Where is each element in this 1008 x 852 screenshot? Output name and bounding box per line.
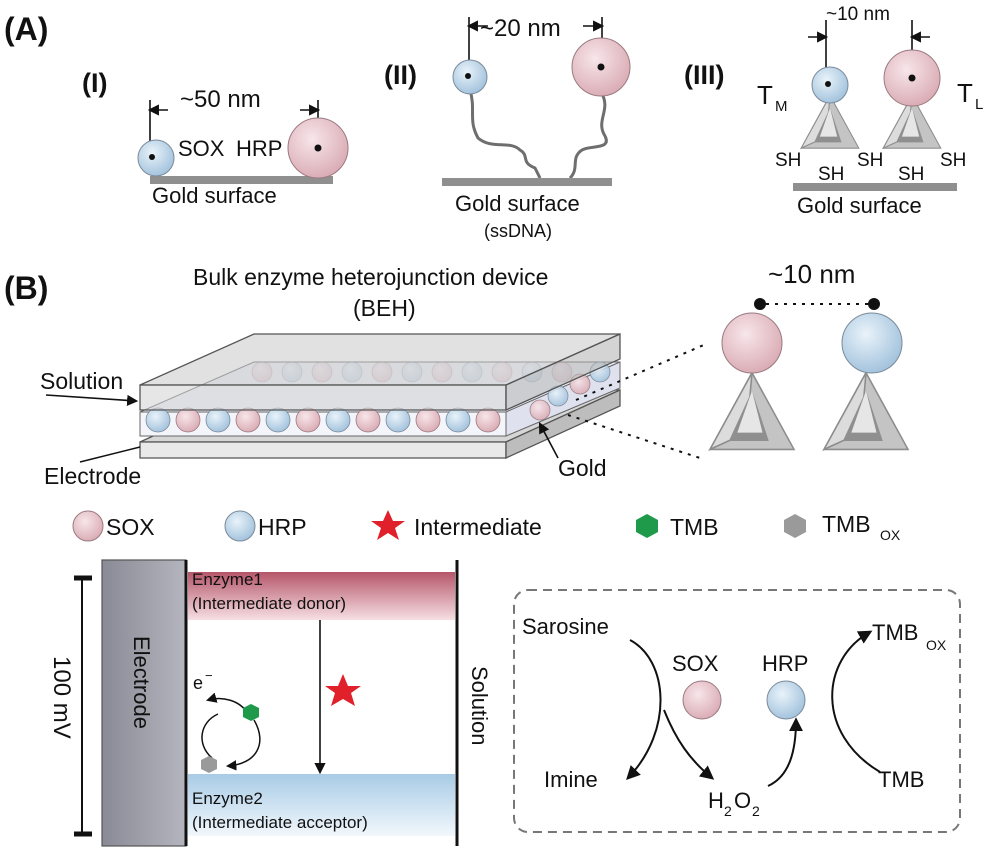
reaction-tmb-label: TMB: [878, 767, 924, 792]
device-hrp-enzyme: [445, 407, 471, 433]
tl-sub: L: [975, 96, 983, 113]
enzyme1-level: [188, 572, 455, 620]
subpanel-i-distance: ~50 nm: [180, 86, 261, 113]
device-sox-enzyme: [235, 407, 261, 433]
subpanel-ii-surface: Gold surface: [455, 191, 580, 216]
electrode-vertical-label: Electrode: [129, 636, 154, 729]
sh-label-5: SH: [940, 150, 966, 171]
subpanel-i: (I) ~50 nm SOX HRP Gold surface: [82, 68, 349, 208]
device-sox-enzyme: [415, 407, 441, 433]
subpanel-ii-label: (II): [384, 60, 417, 90]
legend-star-icon: [371, 510, 405, 540]
tm-label: T: [757, 80, 773, 110]
device-hrp-enzyme: [325, 407, 351, 433]
tm-sub: M: [775, 98, 788, 115]
zoom-hrp-enzyme: [841, 312, 903, 374]
reaction-tmbox-label: TMB: [872, 620, 918, 645]
legend-tmbox-label: TMB: [822, 511, 871, 537]
enzyme1-note: (Intermediate donor): [192, 594, 346, 613]
device-hrp-enzyme: [385, 407, 411, 433]
device-sox-enzyme: [175, 407, 201, 433]
tmbox-hexagon-icon: [201, 756, 217, 773]
enzyme2-level: [188, 774, 455, 836]
reaction-box: [513, 589, 961, 833]
reaction-tmbox-sub: OX: [926, 637, 947, 653]
sh-label-2: SH: [818, 164, 844, 185]
subpanel-i-sox: SOX: [178, 136, 225, 161]
subpanel-iii-label: (III): [684, 60, 725, 90]
gold-surface-iii: [793, 183, 957, 191]
device-hrp-enzyme: [265, 407, 291, 433]
subpanel-i-hrp: HRP: [236, 136, 282, 161]
legend-hrp-label: HRP: [258, 514, 307, 540]
legend-tmbox-sub: OX: [880, 527, 901, 543]
solution-vertical-label: Solution: [467, 666, 492, 746]
subpanel-i-surface: Gold surface: [152, 183, 277, 208]
subpanel-iii: (III) ~10 nm T M T L SH SH SH SH SH Gold…: [684, 4, 983, 218]
scale-label: 100 mV: [48, 656, 75, 739]
subpanel-ii-note: (ssDNA): [484, 221, 552, 241]
beh-acronym: (BEH): [353, 295, 416, 321]
subpanel-ii: (II) ~20 nm Gold surface (ssDNA): [384, 15, 631, 241]
legend-intermediate-label: Intermediate: [414, 514, 542, 540]
sh-label-3: SH: [857, 150, 883, 171]
device-sox-enzyme: [475, 407, 501, 433]
electron-label: e: [193, 673, 203, 693]
intermediate-star-icon: [325, 674, 361, 706]
sh-label-4: SH: [898, 164, 924, 185]
sh-label-1: SH: [775, 150, 801, 171]
enzyme2-label: Enzyme2: [192, 789, 263, 808]
h2o2-o: O: [734, 788, 751, 813]
h2o2-h: H: [708, 788, 724, 813]
tmb-hexagon-icon: [243, 704, 259, 721]
legend-tmb-hexagon-icon: [636, 514, 658, 538]
gold-surface-i: [150, 176, 333, 184]
device-hrp-enzyme: [205, 407, 231, 433]
legend-sox-swatch: [72, 510, 104, 542]
reaction-sox-label: SOX: [672, 651, 719, 676]
h2o2-2a: 2: [724, 803, 732, 819]
beh-device: [139, 332, 621, 460]
hrp-enzyme-i: [137, 139, 175, 177]
legend-tmb-label: TMB: [670, 514, 719, 540]
imine-label: Imine: [544, 767, 598, 792]
reaction-sox-enzyme: [682, 680, 722, 720]
electrode-bar: [101, 559, 187, 847]
subpanel-i-label: (I): [82, 68, 107, 98]
legend: SOX HRP Intermediate TMB TMB OX: [72, 510, 901, 543]
gold-label: Gold: [558, 455, 607, 481]
subpanel-iii-surface: Gold surface: [797, 193, 922, 218]
legend-tmbox-hexagon-icon: [784, 514, 806, 538]
solution-label: Solution: [40, 368, 123, 394]
zoom-sox-enzyme: [721, 312, 783, 374]
beh-title: Bulk enzyme heterojunction device: [193, 264, 548, 290]
reaction-scheme: Sarosine Imine H 2 O 2 SOX HRP TMB OX TM…: [513, 589, 961, 833]
gold-surface-ii: [442, 178, 612, 186]
subpanel-iii-distance: ~10 nm: [826, 4, 890, 25]
tl-label: T: [957, 78, 973, 108]
enzyme1-label: Enzyme1: [192, 570, 263, 589]
h2o2-2b: 2: [752, 803, 760, 819]
electron-sup: −: [205, 668, 213, 683]
device-sox-enzyme: [295, 407, 321, 433]
legend-sox-label: SOX: [106, 514, 155, 540]
device-sox-enzyme: [529, 399, 551, 421]
sarosine-label: Sarosine: [522, 614, 609, 639]
panel-b-letter: (B): [4, 270, 48, 306]
legend-hrp-swatch: [224, 510, 256, 542]
device-hrp-enzyme: [145, 407, 171, 433]
energy-diagram: 100 mV Electrode Enzyme1 (Intermediate d…: [48, 559, 492, 847]
reaction-hrp-label: HRP: [762, 651, 808, 676]
reaction-hrp-enzyme: [766, 680, 806, 720]
device-sox-enzyme: [355, 407, 381, 433]
zoom-distance: ~10 nm: [768, 259, 855, 289]
panel-a-letter: (A): [4, 11, 48, 47]
subpanel-ii-distance: ~20 nm: [480, 15, 561, 42]
electrode-label: Electrode: [44, 463, 141, 489]
enzyme2-note: (Intermediate acceptor): [192, 813, 368, 832]
